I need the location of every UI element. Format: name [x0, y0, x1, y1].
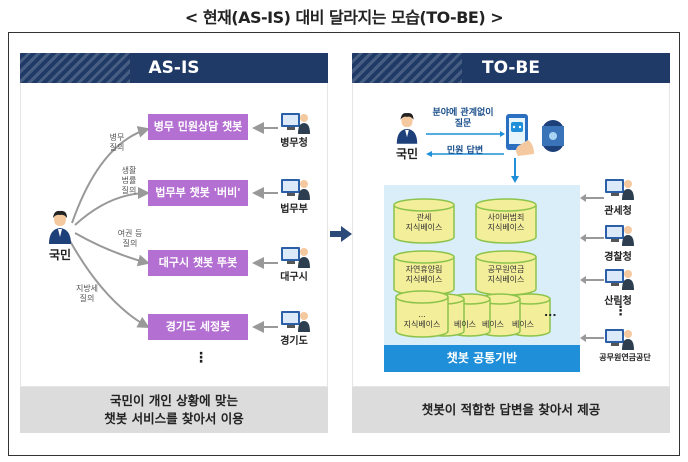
db-label-pension-line2: 지식베이스	[487, 275, 525, 284]
query-label-1-line1: 병무	[109, 133, 125, 142]
db-label-cybercrime-line1: 사이버범죄	[487, 213, 525, 222]
db-label-more-line1: ...	[418, 310, 426, 319]
agency-computer-icon-4	[281, 311, 310, 332]
query-label-2-line2: 법률	[121, 176, 137, 185]
to-be-agency-label-4: 공무원연금공단	[599, 353, 651, 362]
to-be-agency-arrows	[580, 194, 604, 342]
db-label-more: ... 지식베이스	[396, 310, 448, 330]
chatbot-common-platform: 챗봇 공통기반	[384, 345, 580, 372]
bot-box-3: 대구시 챗봇 뚜봇	[148, 250, 248, 276]
bot-box-2: 법무부 챗봇 '버비'	[148, 180, 248, 206]
to-be-header-label: TO-BE	[482, 58, 540, 78]
as-is-footer-line2: 챗봇 서비스를 찾아서 이용	[104, 411, 244, 426]
to-be-agency-icon-2	[605, 225, 634, 246]
db-label-forest-line1: 자연휴양림	[405, 265, 443, 274]
citizen-person-icon	[49, 210, 71, 244]
db-label-cut-1: 베이스	[453, 320, 477, 329]
to-be-footer: 챗봇이 적합한 답변을 찾아서 제공	[352, 387, 670, 433]
agency-computer-icon-2	[281, 179, 310, 200]
agency-label-3: 대구시	[280, 272, 308, 283]
smartphone-speaker-icon	[506, 114, 564, 156]
db-label-pension-line1: 공무원연금	[487, 265, 525, 274]
arrow-citizen-bot2	[74, 187, 150, 226]
db-label-forest: 자연휴양림 지식베이스	[394, 265, 454, 285]
as-is-footer-line1: 국민이 개인 상황에 맞는	[109, 393, 239, 408]
to-be-citizen-label: 국민	[395, 147, 419, 161]
header-stripes	[20, 53, 130, 83]
as-is-header: AS-IS	[20, 53, 328, 83]
ask-label: 분야에 관계없이 질문	[424, 108, 502, 130]
query-label-4-line2: 질의	[79, 294, 95, 303]
db-dots: ...	[544, 306, 557, 319]
arrow-citizen-bot3	[74, 232, 150, 267]
to-be-header: TO-BE	[352, 53, 670, 83]
db-label-more-line2: 지식베이스	[403, 320, 441, 329]
as-is-connectors	[69, 122, 278, 333]
agency-label-2: 법무부	[280, 204, 308, 215]
query-label-4-line1: 지방세	[75, 284, 99, 293]
to-be-agency-label-1: 관세청	[604, 206, 632, 217]
bot-box-4: 경기도 세정봇	[148, 314, 248, 340]
answer-label: 민원 답변	[446, 146, 484, 156]
to-be-agency-icon-4	[605, 329, 634, 350]
db-label-customs-line1: 관세	[416, 213, 432, 222]
arrow-citizen-bot4	[69, 240, 150, 328]
query-label-3: 여권 등 질의	[113, 229, 147, 249]
db-label-customs-line2: 지식베이스	[405, 223, 443, 232]
db-label-pension: 공무원연금 지식베이스	[476, 265, 536, 285]
bot-box-1: 병무 민원상담 챗봇	[148, 114, 248, 140]
to-be-agency-icon-3	[605, 269, 634, 290]
agency-label-1: 병무청	[280, 138, 308, 149]
page-title: < 현재(AS-IS) 대비 달라지는 모습(TO-BE) >	[184, 8, 504, 27]
ask-label-line2: 질문	[454, 119, 472, 129]
to-be-agency-icon-1	[605, 179, 634, 200]
as-is-header-label: AS-IS	[148, 58, 200, 78]
query-label-2-line1: 생활	[121, 166, 137, 175]
header-stripes-right	[352, 53, 462, 83]
agency-computer-icon-1	[281, 113, 310, 134]
query-label-2-line3: 질의	[121, 186, 137, 195]
agency-computer-icon-3	[281, 247, 310, 268]
arrow-citizen-bot1	[71, 126, 150, 224]
db-label-cybercrime: 사이버범죄 지식베이스	[476, 213, 536, 233]
knowledge-base-cylinders	[393, 198, 551, 338]
query-label-2: 생활 법률 질의	[116, 166, 142, 196]
db-label-cybercrime-line2: 지식베이스	[487, 223, 525, 232]
as-is-footer: 국민이 개인 상황에 맞는 챗봇 서비스를 찾아서 이용	[20, 387, 328, 433]
query-label-1-line2: 질의	[109, 143, 125, 152]
db-label-cut-3: 베이스	[511, 320, 535, 329]
diagram-frame	[8, 32, 680, 456]
down-arrow-icon	[511, 158, 519, 183]
db-label-forest-line2: 지식베이스	[405, 275, 443, 284]
ask-label-line1: 분야에 관계없이	[432, 108, 494, 118]
as-is-citizen-label: 국민	[48, 248, 72, 262]
to-be-agency-label-2: 경찰청	[604, 252, 632, 263]
query-label-4: 지방세 질의	[72, 284, 102, 304]
db-label-customs: 관세 지식베이스	[394, 213, 454, 233]
to-be-agency-label-3: 산림청	[604, 296, 632, 307]
db-label-cut-2: 베이스	[481, 320, 505, 329]
as-is-ellipsis: ⋮	[194, 350, 208, 366]
query-label-1: 병무 질의	[104, 133, 130, 153]
to-be-exchange-arrows	[426, 131, 505, 157]
query-label-3-line1: 여권 등	[117, 229, 143, 238]
to-be-citizen-person-icon	[396, 113, 418, 144]
agency-label-4: 경기도	[280, 336, 308, 347]
to-be-ellipsis: ⋮	[614, 304, 627, 319]
transition-arrow-icon	[330, 226, 352, 242]
query-label-3-line2: 질의	[122, 239, 138, 248]
